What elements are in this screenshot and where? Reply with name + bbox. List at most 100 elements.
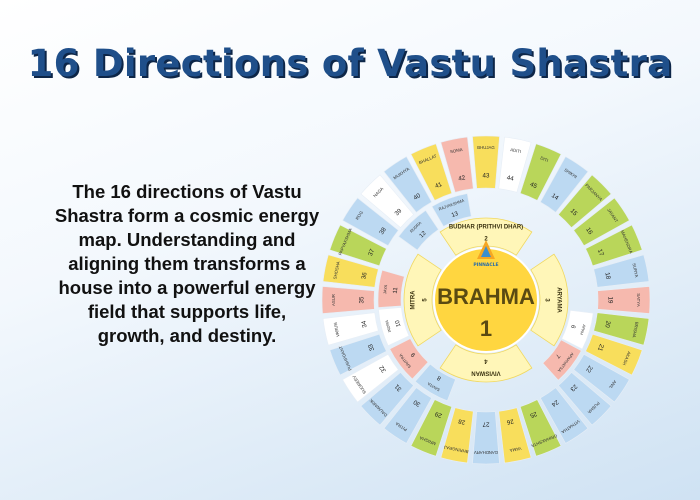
outer-tile-shape (321, 286, 375, 314)
middle-tile-name: SAVITA (426, 381, 441, 392)
outer-tile-shape (498, 136, 532, 193)
inner-tile-shape (530, 253, 569, 347)
middle-tile-shape (378, 307, 410, 347)
outer-ring: MUKHYA40BHALLAT41SOMA42BHUJAG43ADITI44DI… (321, 135, 651, 465)
middle-tile-number: 13 (451, 211, 460, 219)
middle-tile-number: 12 (419, 230, 428, 239)
outer-tile-name: ROG (355, 209, 365, 220)
outer-tile-number: 35 (359, 296, 366, 303)
outer-tile-number: 20 (603, 320, 611, 329)
outer-tile-name: SURYA (632, 263, 640, 278)
inner-ring: BUDHAR (PRITHVI DHAR)2ARYAMA3VIVISWAN4MI… (403, 217, 569, 383)
middle-tile-number: 9 (410, 351, 417, 358)
inner-tile: BUDHAR (PRITHVI DHAR)2 (439, 217, 533, 256)
outer-tile-name: YAMA (509, 446, 522, 453)
outer-tile-shape (472, 135, 500, 189)
inner-tile-name: VIVISWAN (471, 369, 500, 375)
outer-tile-name: GANDHARV (474, 450, 498, 455)
outer-tile-number: 37 (367, 248, 376, 258)
outer-tile-shape (519, 399, 562, 457)
outer-tile-number: 44 (506, 174, 515, 182)
outer-tile-number: 18 (603, 272, 611, 281)
outer-tile-name: ANIL (608, 379, 618, 390)
outer-tile-name: ASUR (331, 294, 336, 306)
outer-tile-shape (360, 371, 415, 426)
outer-tile: SURYA 18 (593, 254, 650, 288)
outer-tile-shape (539, 387, 589, 444)
center-number: 1 (480, 316, 492, 341)
outer-tile-shape (573, 197, 630, 247)
outer-tile-shape (585, 224, 643, 267)
inner-tile-number: 5 (423, 298, 429, 302)
outer-tile-name: MRIGHA (419, 435, 437, 446)
middle-tile-shape (431, 193, 472, 227)
outer-tile-name: ADITI (510, 147, 522, 154)
vastu-mandala-wheel: MUKHYA40BHALLAT41SOMA42BHUJAG43ADITI44DI… (321, 135, 651, 465)
outer-tile-number: 26 (506, 417, 515, 425)
middle-tile-shape (542, 339, 582, 381)
outer-tile-number: 16 (584, 226, 594, 236)
middle-tile-number: 7 (553, 353, 560, 360)
outer-tile-shape (539, 156, 589, 213)
outer-tile-shape (519, 143, 562, 201)
outer-tile-shape (383, 387, 433, 444)
outer-tile-number: 40 (412, 192, 422, 202)
outer-tile-shape (383, 156, 433, 213)
outer-tile-shape (342, 353, 399, 403)
outer-tile-number: 27 (482, 420, 489, 427)
outer-tile-number: 38 (378, 226, 388, 236)
middle-tile-number: 11 (393, 286, 400, 293)
outer-tile-shape (322, 312, 379, 346)
middle-tile-name: INDRA (384, 319, 392, 333)
inner-tile: MITRA 5 (403, 253, 442, 347)
inner-tile-name: MITRA (411, 290, 417, 310)
outer-tile-number: 15 (569, 208, 579, 218)
outer-tile-shape (573, 353, 630, 403)
outer-tile-shape (329, 224, 387, 267)
outer-tile-name: DITI (540, 155, 549, 163)
outer-tile-number: 32 (378, 364, 388, 374)
center-label: BRAHMA (437, 284, 535, 309)
outer-tile-shape (440, 136, 474, 193)
outer-tile-number: 33 (367, 342, 376, 352)
middle-tile-shape (561, 310, 594, 350)
outer-tile: YAMA 26 (498, 407, 532, 464)
outer-tile-name: PITRA (395, 421, 408, 432)
inner-tile-shape (439, 217, 533, 256)
outer-tile-shape (585, 333, 643, 376)
outer-tile-number: 24 (550, 398, 560, 408)
middle-tile-shape (389, 338, 429, 380)
outer-tile-name: SOMA (450, 147, 464, 154)
outer-tile-number: 28 (457, 417, 466, 425)
outer-tile-shape (440, 407, 474, 464)
center-disc: PINNACLE BRAHMA 1 (433, 240, 539, 353)
middle-tile-number: 10 (395, 319, 403, 328)
outer-tile-shape (410, 399, 453, 457)
logo-text: PINNACLE (473, 262, 498, 268)
outer-tile-shape (322, 254, 379, 288)
outer-tile-shape (472, 411, 500, 465)
outer-tile: GANDHARV 27 (472, 411, 500, 465)
